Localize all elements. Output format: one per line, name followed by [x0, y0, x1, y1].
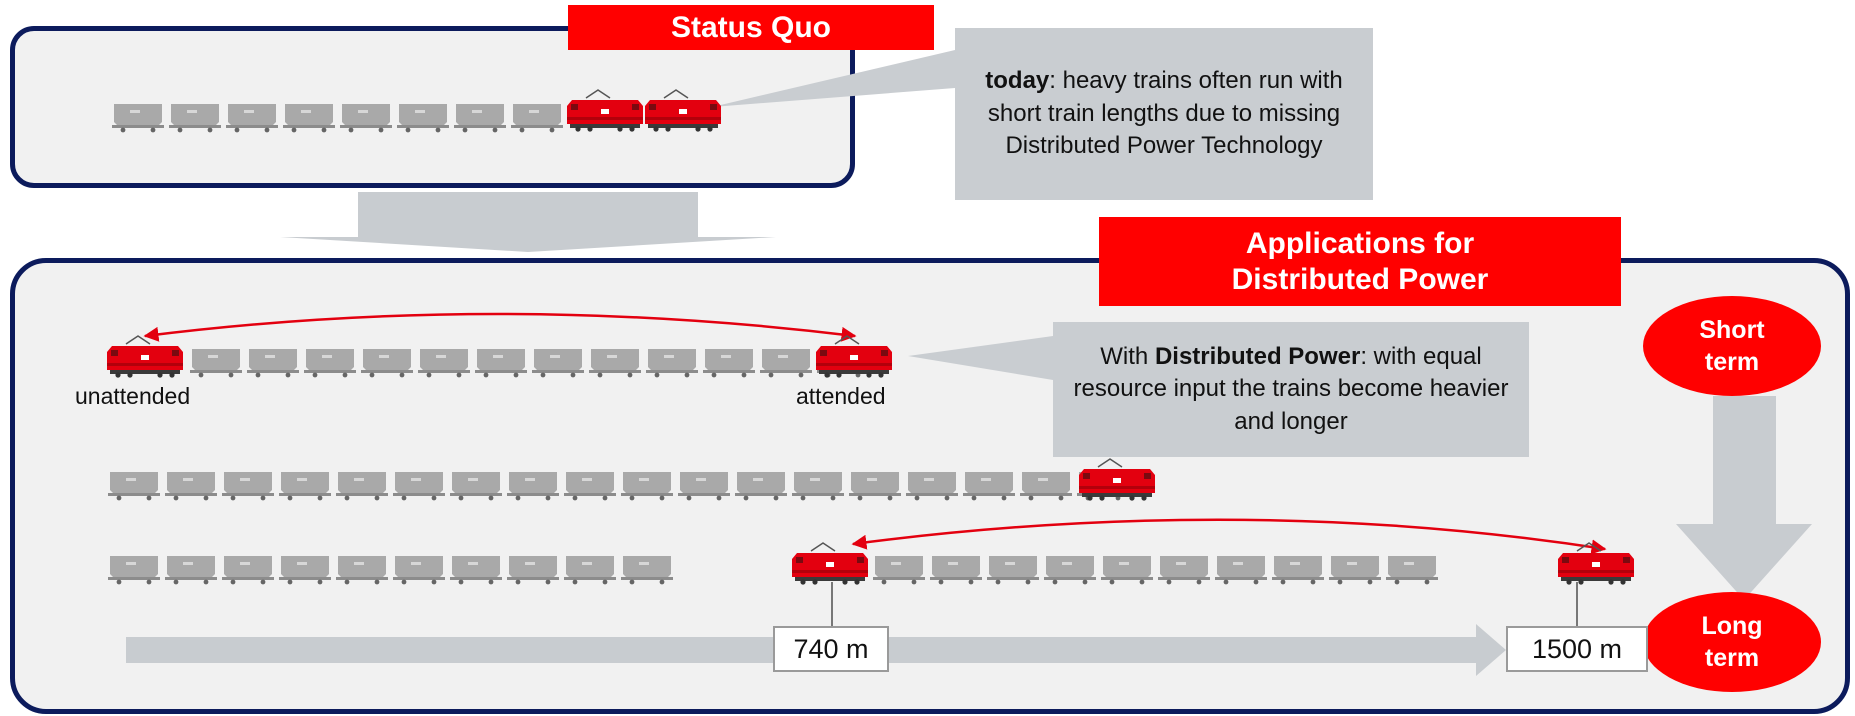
applications-callout-pointer — [908, 336, 1053, 380]
hopper-wagon-icon — [418, 349, 470, 378]
status-quo-title: Status Quo — [670, 10, 831, 44]
hopper-wagon-icon — [165, 556, 217, 585]
red-locomotive-icon — [1558, 542, 1634, 585]
marker-1500-m: 1500 m — [1506, 626, 1648, 672]
trains-layer — [107, 89, 1634, 585]
red-locomotive-icon — [645, 89, 721, 132]
term-down-arrow — [1676, 396, 1812, 600]
hopper-wagon-icon — [760, 349, 812, 378]
hopper-wagon-icon — [589, 349, 641, 378]
hopper-wagon-icon — [511, 104, 563, 133]
hopper-wagon-icon — [621, 556, 673, 585]
status-quo-callout-text: today: heavy trains often run with short… — [985, 67, 1343, 160]
hopper-wagon-icon — [963, 472, 1015, 501]
hopper-wagon-icon — [564, 472, 616, 501]
hopper-wagon-icon — [108, 556, 160, 585]
hopper-wagon-icon — [873, 556, 925, 585]
transition-down-arrow — [280, 192, 776, 252]
hopper-wagon-icon — [1044, 556, 1096, 585]
status-callout-pointer — [712, 50, 955, 107]
hopper-wagon-icon — [1158, 556, 1210, 585]
red-locomotive-icon — [567, 89, 643, 132]
unattended-label: unattended — [75, 383, 191, 409]
hopper-wagon-icon — [108, 472, 160, 501]
applications-callout-text: With Distributed Power: with equal resou… — [1073, 342, 1509, 435]
applications-title-line2: Distributed Power — [1231, 262, 1489, 296]
hopper-wagon-icon — [279, 472, 331, 501]
hopper-wagon-icon — [450, 556, 502, 585]
hopper-wagon-icon — [475, 349, 527, 378]
hopper-wagon-icon — [283, 104, 335, 133]
hopper-wagon-icon — [792, 472, 844, 501]
applications-title-line1: Applications for — [1245, 226, 1475, 260]
status-quo-callout: today: heavy trains often run with short… — [955, 28, 1373, 200]
hopper-wagon-icon — [247, 349, 299, 378]
hopper-wagon-icon — [906, 472, 958, 501]
hopper-wagon-icon — [1215, 556, 1267, 585]
marker-740-m: 740 m — [773, 626, 889, 672]
red-locomotive-icon — [816, 335, 892, 378]
hopper-wagon-icon — [703, 349, 755, 378]
hopper-wagon-icon — [222, 472, 274, 501]
hopper-wagon-icon — [450, 472, 502, 501]
hopper-wagon-icon — [564, 556, 616, 585]
hopper-wagon-icon — [930, 556, 982, 585]
hopper-wagon-icon — [1329, 556, 1381, 585]
hopper-wagon-icon — [849, 472, 901, 501]
hopper-wagon-icon — [169, 104, 221, 133]
distributed-power-arc-2 — [851, 518, 1607, 555]
red-locomotive-icon — [107, 335, 183, 378]
hopper-wagon-icon — [226, 104, 278, 133]
hopper-wagon-icon — [222, 556, 274, 585]
hopper-wagon-icon — [190, 349, 242, 378]
hopper-wagon-icon — [1272, 556, 1324, 585]
red-locomotive-icon — [1079, 458, 1155, 501]
applications-banner: Applications for Distributed Power — [1099, 217, 1621, 306]
hopper-wagon-icon — [361, 349, 413, 378]
hopper-wagon-icon — [304, 349, 356, 378]
hopper-wagon-icon — [507, 556, 559, 585]
red-locomotive-icon — [792, 542, 868, 585]
attended-label: attended — [796, 383, 886, 409]
hopper-wagon-icon — [340, 104, 392, 133]
hopper-wagon-icon — [1020, 472, 1072, 501]
hopper-wagon-icon — [678, 472, 730, 501]
hopper-wagon-icon — [336, 556, 388, 585]
hopper-wagon-icon — [112, 104, 164, 133]
long-term-ellipse: Long term — [1643, 592, 1821, 692]
hopper-wagon-icon — [735, 472, 787, 501]
hopper-wagon-icon — [393, 556, 445, 585]
hopper-wagon-icon — [1386, 556, 1438, 585]
hopper-wagon-icon — [987, 556, 1039, 585]
hopper-wagon-icon — [532, 349, 584, 378]
hopper-wagon-icon — [454, 104, 506, 133]
distributed-power-arc-1 — [143, 312, 857, 342]
hopper-wagon-icon — [397, 104, 449, 133]
hopper-wagon-icon — [336, 472, 388, 501]
hopper-wagon-icon — [507, 472, 559, 501]
applications-callout: With Distributed Power: with equal resou… — [1053, 322, 1529, 457]
hopper-wagon-icon — [393, 472, 445, 501]
hopper-wagon-icon — [621, 472, 673, 501]
hopper-wagon-icon — [646, 349, 698, 378]
status-quo-banner: Status Quo — [568, 5, 934, 50]
hopper-wagon-icon — [1101, 556, 1153, 585]
short-term-ellipse: Short term — [1643, 296, 1821, 396]
hopper-wagon-icon — [165, 472, 217, 501]
hopper-wagon-icon — [279, 556, 331, 585]
